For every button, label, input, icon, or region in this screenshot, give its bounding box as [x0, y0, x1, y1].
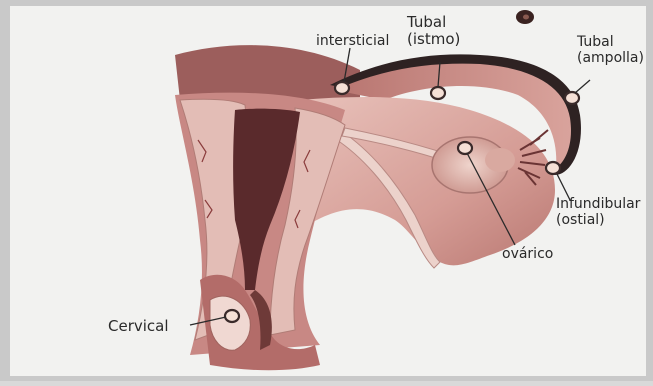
site-istmo-marker	[431, 87, 445, 99]
site-intersticial-marker	[335, 82, 349, 94]
label-tubal-istmo-line1: Tubal	[407, 14, 460, 31]
label-intersticial: intersticial	[316, 33, 389, 49]
label-infundibular: Infundibular (ostial)	[556, 196, 640, 228]
label-infundibular-line1: Infundibular	[556, 196, 640, 212]
label-tubal-istmo: Tubal (istmo)	[407, 14, 460, 49]
label-cervical: Cervical	[108, 318, 169, 335]
label-infundibular-line2: (ostial)	[556, 212, 640, 228]
site-infundibular-marker	[546, 162, 560, 174]
site-ovarico-marker	[458, 142, 472, 154]
site-cervical-marker	[225, 310, 239, 322]
site-ampolla-marker	[565, 92, 579, 104]
label-tubal-istmo-line2: (istmo)	[407, 31, 460, 48]
label-tubal-ampolla: Tubal (ampolla)	[577, 34, 644, 66]
label-ovarico: ovárico	[502, 246, 553, 262]
label-tubal-ampolla-line2: (ampolla)	[577, 50, 644, 66]
label-tubal-ampolla-line1: Tubal	[577, 34, 644, 50]
